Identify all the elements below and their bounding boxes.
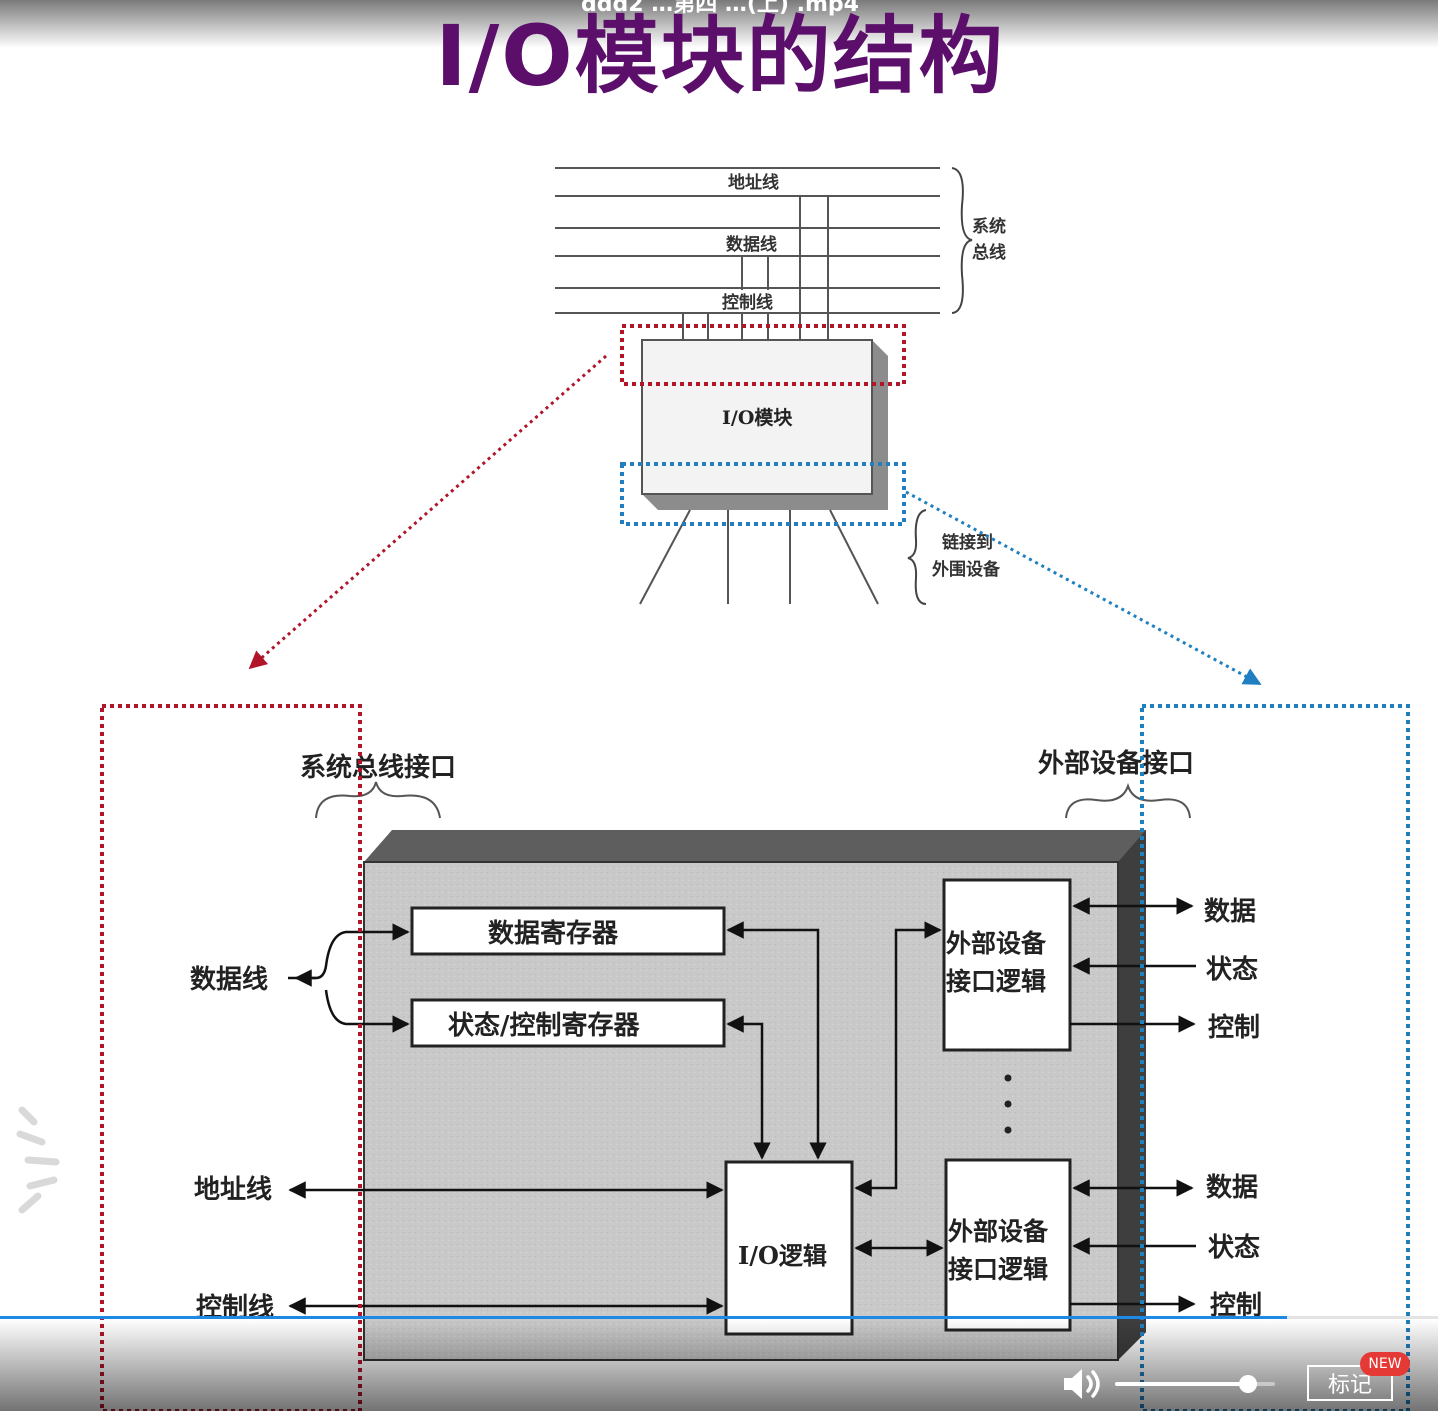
blue-highlight-box-detail [1140, 704, 1410, 1411]
mark-button[interactable]: 标记 [1307, 1365, 1393, 1401]
red-highlight-box-detail [100, 704, 362, 1411]
top-control-line-label: 控制线 [722, 292, 773, 313]
link-label-2: 外围设备 [932, 559, 1001, 580]
data-register-label: 数据寄存器 [488, 918, 619, 949]
right-bottom-data-label: 数据 [1206, 1173, 1258, 1203]
red-zoom-arrow [248, 354, 607, 670]
io-logic-label: I/O逻辑 [738, 1241, 827, 1270]
right-top-control-label: 控制 [1208, 1013, 1260, 1043]
loading-spinner-icon [16, 1106, 60, 1214]
video-filename: ddd2 …第四 …(上) .mp4 [581, 0, 859, 17]
status-control-register-label: 状态/控制寄存器 [448, 1010, 640, 1041]
io-module-detail: 系统总线接口 外部设备接口 数据寄存器 状态/控制寄存器 I/O逻辑 外部设备 … [190, 749, 1262, 1361]
left-address-line-label: 地址线 [194, 1175, 272, 1205]
right-top-data-label: 数据 [1204, 897, 1256, 927]
ellipsis-dots [1004, 1074, 1012, 1134]
volume-icon[interactable] [1060, 1365, 1106, 1403]
left-data-line-label: 数据线 [190, 965, 268, 995]
top-io-module-label: I/O模块 [722, 406, 793, 429]
ext-logic-2-line1: 外部设备 [948, 1217, 1049, 1246]
player-controls-overlay [0, 1319, 1438, 1411]
system-bus-label-1: 系统 [972, 216, 1006, 237]
external-device-interface-label: 外部设备接口 [1038, 749, 1194, 779]
blue-zoom-arrow [905, 490, 1262, 686]
system-bus-interface-label: 系统总线接口 [300, 752, 456, 783]
video-top-overlay [0, 0, 1438, 48]
new-badge: NEW [1360, 1352, 1410, 1376]
top-data-line-label: 数据线 [726, 234, 777, 255]
top-address-line-label: 地址线 [728, 172, 779, 193]
volume-slider[interactable] [1115, 1375, 1275, 1393]
progress-bar-fill [0, 1316, 1287, 1319]
link-label-1: 链接到 [942, 532, 993, 553]
system-bus-figure: 系统 总线 地址线 数据线 控制线 I/O模块 链接到 外围设备 [555, 167, 1006, 605]
ext-logic-1-line2: 接口逻辑 [946, 967, 1046, 996]
progress-bar[interactable] [0, 1316, 1438, 1319]
volume-slider-fill [1115, 1382, 1248, 1386]
slide-title: I/O模块的结构 [435, 7, 1005, 105]
volume-slider-knob[interactable] [1238, 1375, 1257, 1393]
right-bottom-status-label: 状态 [1208, 1232, 1260, 1263]
right-top-status-label: 状态 [1206, 954, 1258, 985]
ext-logic-2-line2: 接口逻辑 [948, 1255, 1048, 1284]
system-bus-label-2: 总线 [972, 242, 1006, 263]
red-highlight-box-top [620, 324, 906, 386]
ext-logic-1-line1: 外部设备 [946, 929, 1047, 958]
blue-highlight-box-top [620, 462, 906, 526]
